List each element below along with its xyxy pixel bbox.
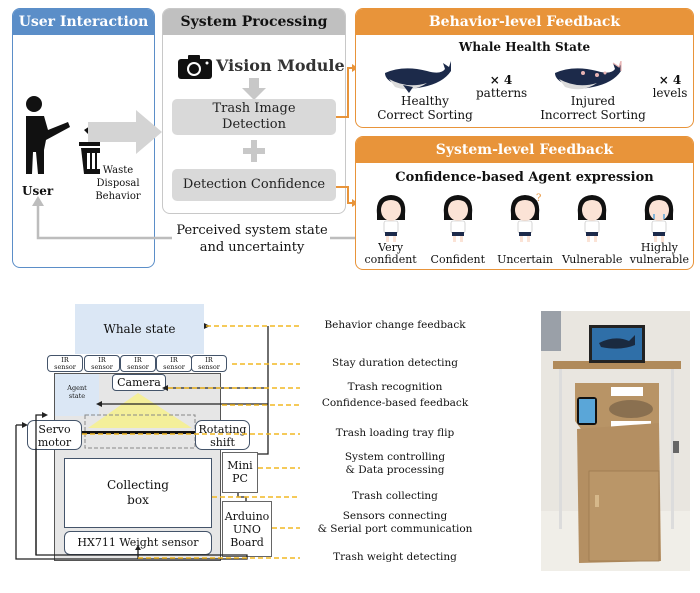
camera-module: Camera [112,374,166,391]
whale-health-state-title: Whale Health State [458,40,591,54]
system-processing-title: System Processing [163,9,345,35]
plus-icon [243,140,265,162]
agent-expression-item: ? Uncertain [491,190,558,268]
injured-whale-icon [555,61,622,90]
svg-text:?: ? [536,193,541,204]
agent-label-line2: confident [364,253,417,266]
agent-state-display: Agent state [55,374,99,416]
agent-label-line2: Vulnerable [562,253,623,266]
agent-expression-title: Confidence-based Agent expression [395,170,654,185]
user-throwing-trash-icon [26,96,100,174]
agent-character-icon [645,195,674,242]
trash-image-detection-box: Trash Image Detection [172,99,336,135]
system-feedback-panel: System-level Feedback [355,136,694,270]
function-label: Trash loading tray flip [335,427,455,439]
function-label: Sensors connecting& Serial port communic… [317,510,473,535]
agent-character-icon [577,195,607,242]
agent-expression-item: Confident [424,190,491,268]
detection-confidence-box: Detection Confidence [172,169,336,201]
agent-label-line2: vulnerable [629,253,690,266]
agent-label-line2: Uncertain [497,253,553,266]
down-arrow-icon [242,78,266,100]
function-label: Confidence-based feedback [321,397,469,409]
agent-expression-item: Vulnerable [559,190,626,268]
healthy-whale-icon [385,61,451,93]
agent-character-icon [376,195,405,242]
user-label: User [22,184,54,198]
function-label: System controlling& Data processing [344,451,446,476]
patterns-multiplier: × 4 patterns [476,73,528,100]
loading-tray [81,431,195,434]
function-label: Stay duration detecting [331,357,458,369]
function-label: Trash collecting [352,490,438,502]
user-interaction-title: User Interaction [13,9,154,35]
agent-character-icon [443,195,473,242]
waste-disposal-behavior-label: Waste Disposal Behavior [95,165,141,202]
hx711-weight-sensor: HX711 Weight sensor [64,531,212,555]
agent-character-icon: ? [510,193,541,242]
camera-icon [178,55,212,79]
agent-label-line1: Very [378,241,404,254]
function-label: Trash recognition [347,381,443,393]
function-label: Behavior change feedback [324,319,466,331]
big-right-arrow-icon [88,110,162,154]
prototype-photo [541,311,690,571]
behavior-feedback-panel: Behavior-level Feedback [355,8,694,128]
wiring-lines [15,323,300,560]
whale-state-display: Whale state [75,304,204,354]
levels-multiplier: × 4 levels [652,73,688,100]
system-feedback-title: System-level Feedback [356,137,693,163]
healthy-label: Healthy Correct Sorting [377,94,473,122]
function-label: Trash weight detecting [333,551,457,563]
behavior-feedback-title: Behavior-level Feedback [356,9,693,35]
injured-label: Injured Incorrect Sorting [540,94,646,122]
perceived-state-label: Perceived system state and uncertainty [176,223,328,255]
vision-module-label: Vision Module [216,56,345,75]
feedback-loop-arrow [32,196,358,240]
agent-label-line2: Confident [430,253,486,266]
agent-label-line1: Highly [640,241,678,254]
